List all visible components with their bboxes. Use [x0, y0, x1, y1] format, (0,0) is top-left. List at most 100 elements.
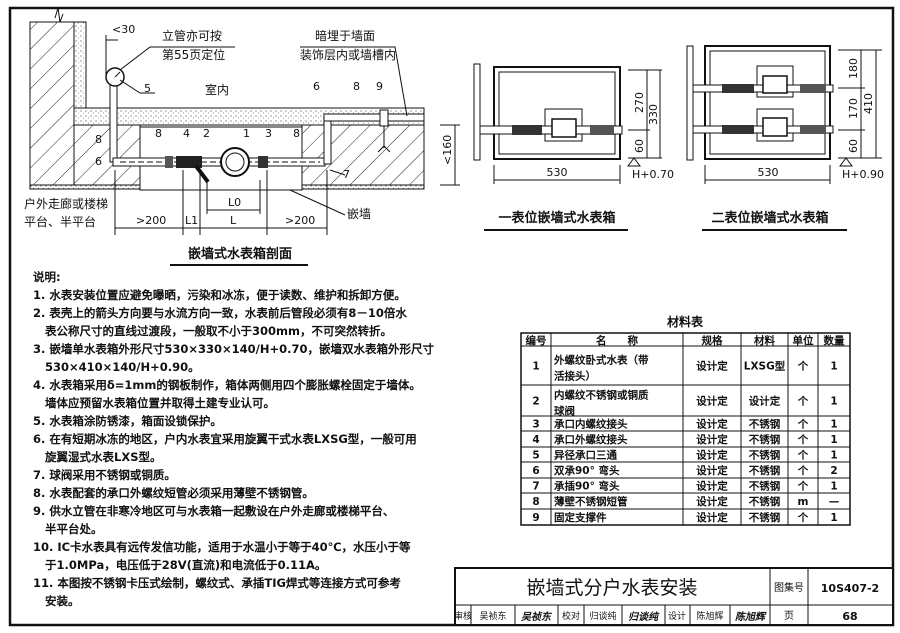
tag-4: 4 [183, 127, 190, 140]
cell-name: 承口内螺纹接头 [554, 418, 628, 431]
water-meter-icon [551, 118, 577, 138]
cell-name: 双承90° 弯头 [553, 464, 620, 477]
reviewer-signature: 吴祯东 [521, 611, 553, 623]
cell-qty: — [829, 496, 840, 508]
checker-signature: 归谈纯 [628, 611, 660, 623]
design-label: 设计 [668, 610, 686, 622]
cell-no: 1 [532, 361, 539, 373]
note-line: 8. 水表配套的承口外螺纹短管必须采用薄壁不锈钢管。 [33, 486, 314, 500]
section-drawing: <30 立管亦可按 第55页定位 暗埋于墙面 装饰层内或墙槽内 室内 户外走廊或… [24, 7, 460, 266]
cell-no: 3 [532, 419, 539, 431]
water-meter-icon [762, 117, 788, 137]
cell-name: 球阀 [554, 405, 575, 418]
designer-name: 陈旭辉 [696, 610, 723, 622]
table-frame [520, 332, 851, 526]
leader-riser [119, 46, 235, 71]
section-title: 嵌墙式水表箱剖面 [188, 246, 292, 262]
dim-L0: L0 [228, 196, 241, 209]
tag-8-right: 8 [293, 127, 300, 140]
note-line: 9. 供水立管在非寒冷地区可与水表箱一起敷设在户外走廊或楼梯平台、 [33, 504, 394, 518]
cell-name: 薄壁不锈钢短管 [554, 495, 628, 508]
dim-530: 530 [758, 166, 779, 179]
table-header: 数量 [823, 334, 845, 347]
cell-spec: 设计定 [696, 360, 728, 373]
leader-wall [289, 189, 346, 216]
wall-finish [29, 184, 141, 190]
note-line: 6. 在有短期冰冻的地区，户内水表宜采用旋翼干式水表LXSG型，一般可用 [33, 432, 417, 446]
box-frame [704, 45, 831, 160]
branch-pipe [479, 125, 623, 135]
note-line: 表公称尺寸的直线过渡段，一般取不小于300mm，不可突然转折。 [33, 324, 392, 338]
note-concealed-line2: 装饰层内或墙槽内 [300, 48, 396, 62]
note-line: 旋翼湿式水表LXS型。 [33, 450, 162, 464]
dim-lines [704, 49, 882, 184]
dim-gt200-left: >200 [136, 214, 166, 227]
double-box-elevation: 180 170 60 410 H+0.90 530 二表位嵌墙式水表箱 [686, 45, 884, 231]
cell-name: 固定支撑件 [554, 511, 607, 524]
note-line: 2. 表壳上的箭头方向要与水流方向一致，水表前后管段必须有8－10倍水 [33, 306, 407, 320]
dim-lt30: <30 [112, 23, 135, 36]
note-riser-line1: 立管亦可按 [162, 28, 222, 43]
cell-material: 设计定 [749, 395, 781, 408]
cell-unit: 个 [797, 418, 809, 431]
note-line: 安装。 [33, 594, 80, 608]
cell-no: 9 [532, 512, 539, 524]
box-inner [709, 50, 826, 155]
dim-gt200-right: >200 [285, 214, 315, 227]
anchor-icon [377, 126, 391, 153]
meter-plate-upper [756, 65, 794, 98]
valve-icon [722, 84, 754, 93]
page-label: 页 [784, 610, 794, 622]
tag-8-riser: 8 [95, 133, 102, 146]
table-header: 规格 [702, 334, 723, 347]
elevation-label: H+0.70 [632, 168, 674, 181]
leader-concealed [300, 46, 408, 117]
tag-3: 3 [265, 127, 272, 140]
cell-qty: 1 [830, 434, 837, 446]
dim-170: 170 [847, 98, 860, 119]
note-line: 530×410×140/H+0.90。 [33, 360, 200, 374]
reviewer-name: 吴祯东 [479, 610, 506, 622]
double-box-title: 二表位嵌墙式水表箱 [711, 210, 828, 226]
cell-name: 外螺纹卧式水表（带 [553, 354, 649, 367]
cell-spec: 设计定 [696, 480, 728, 493]
cell-material: 不锈钢 [749, 418, 781, 431]
note-concealed-line1: 暗埋于墙面 [315, 28, 375, 43]
cell-spec: 设计定 [696, 511, 728, 524]
cell-material: 不锈钢 [749, 449, 781, 462]
part-tags: 1 2 3 4 5 6 6 7 8 8 8 8 9 [95, 80, 383, 181]
cell-no: 8 [532, 496, 539, 508]
table-header: 材料 [753, 334, 775, 347]
cell-material: LXSG型 [744, 360, 786, 373]
note-line: 3. 嵌墙单水表箱外形尺寸530×330×140/H+0.70，嵌墙双水表箱外形… [33, 342, 434, 356]
break-line [54, 7, 64, 23]
note-line: 7. 球阀采用不锈钢或铜质。 [33, 468, 176, 482]
drawing-title: 嵌墙式分户水表安装 [526, 577, 697, 599]
cell-spec: 设计定 [696, 395, 728, 408]
review-label: 审核 [454, 610, 472, 622]
water-meter-icon [220, 147, 250, 177]
wall-right [301, 124, 425, 186]
cell-name: 承口外螺纹接头 [554, 433, 628, 446]
cell-material: 不锈钢 [749, 495, 781, 508]
dim-L: L [230, 214, 237, 227]
fitting-icon [590, 125, 614, 135]
cell-no: 4 [532, 434, 539, 446]
note-line: 于1.0MPa，电压低于28V(直流)和电流低于0.11A。 [33, 558, 326, 572]
cell-qty: 1 [830, 450, 837, 462]
valve-icon [722, 125, 754, 134]
riser-pipe [686, 45, 694, 161]
cell-spec: 设计定 [696, 433, 728, 446]
notes: 说明: 1. 水表安装位置应避免曝晒，污染和冰冻，便于读数、维护和拆卸方便。 2… [33, 270, 434, 608]
cell-name: 内螺纹不锈钢或铜质 [554, 389, 649, 402]
cell-spec: 设计定 [696, 449, 728, 462]
dim-330: 330 [647, 104, 660, 125]
cell-name: 活接头） [554, 370, 596, 383]
cell-material: 不锈钢 [749, 433, 781, 446]
tag-1: 1 [243, 127, 250, 140]
cell-material: 不锈钢 [749, 464, 781, 477]
atlas-number: 10S407-2 [821, 582, 879, 595]
riser-pipe [473, 63, 481, 161]
cell-unit: 个 [797, 480, 809, 493]
